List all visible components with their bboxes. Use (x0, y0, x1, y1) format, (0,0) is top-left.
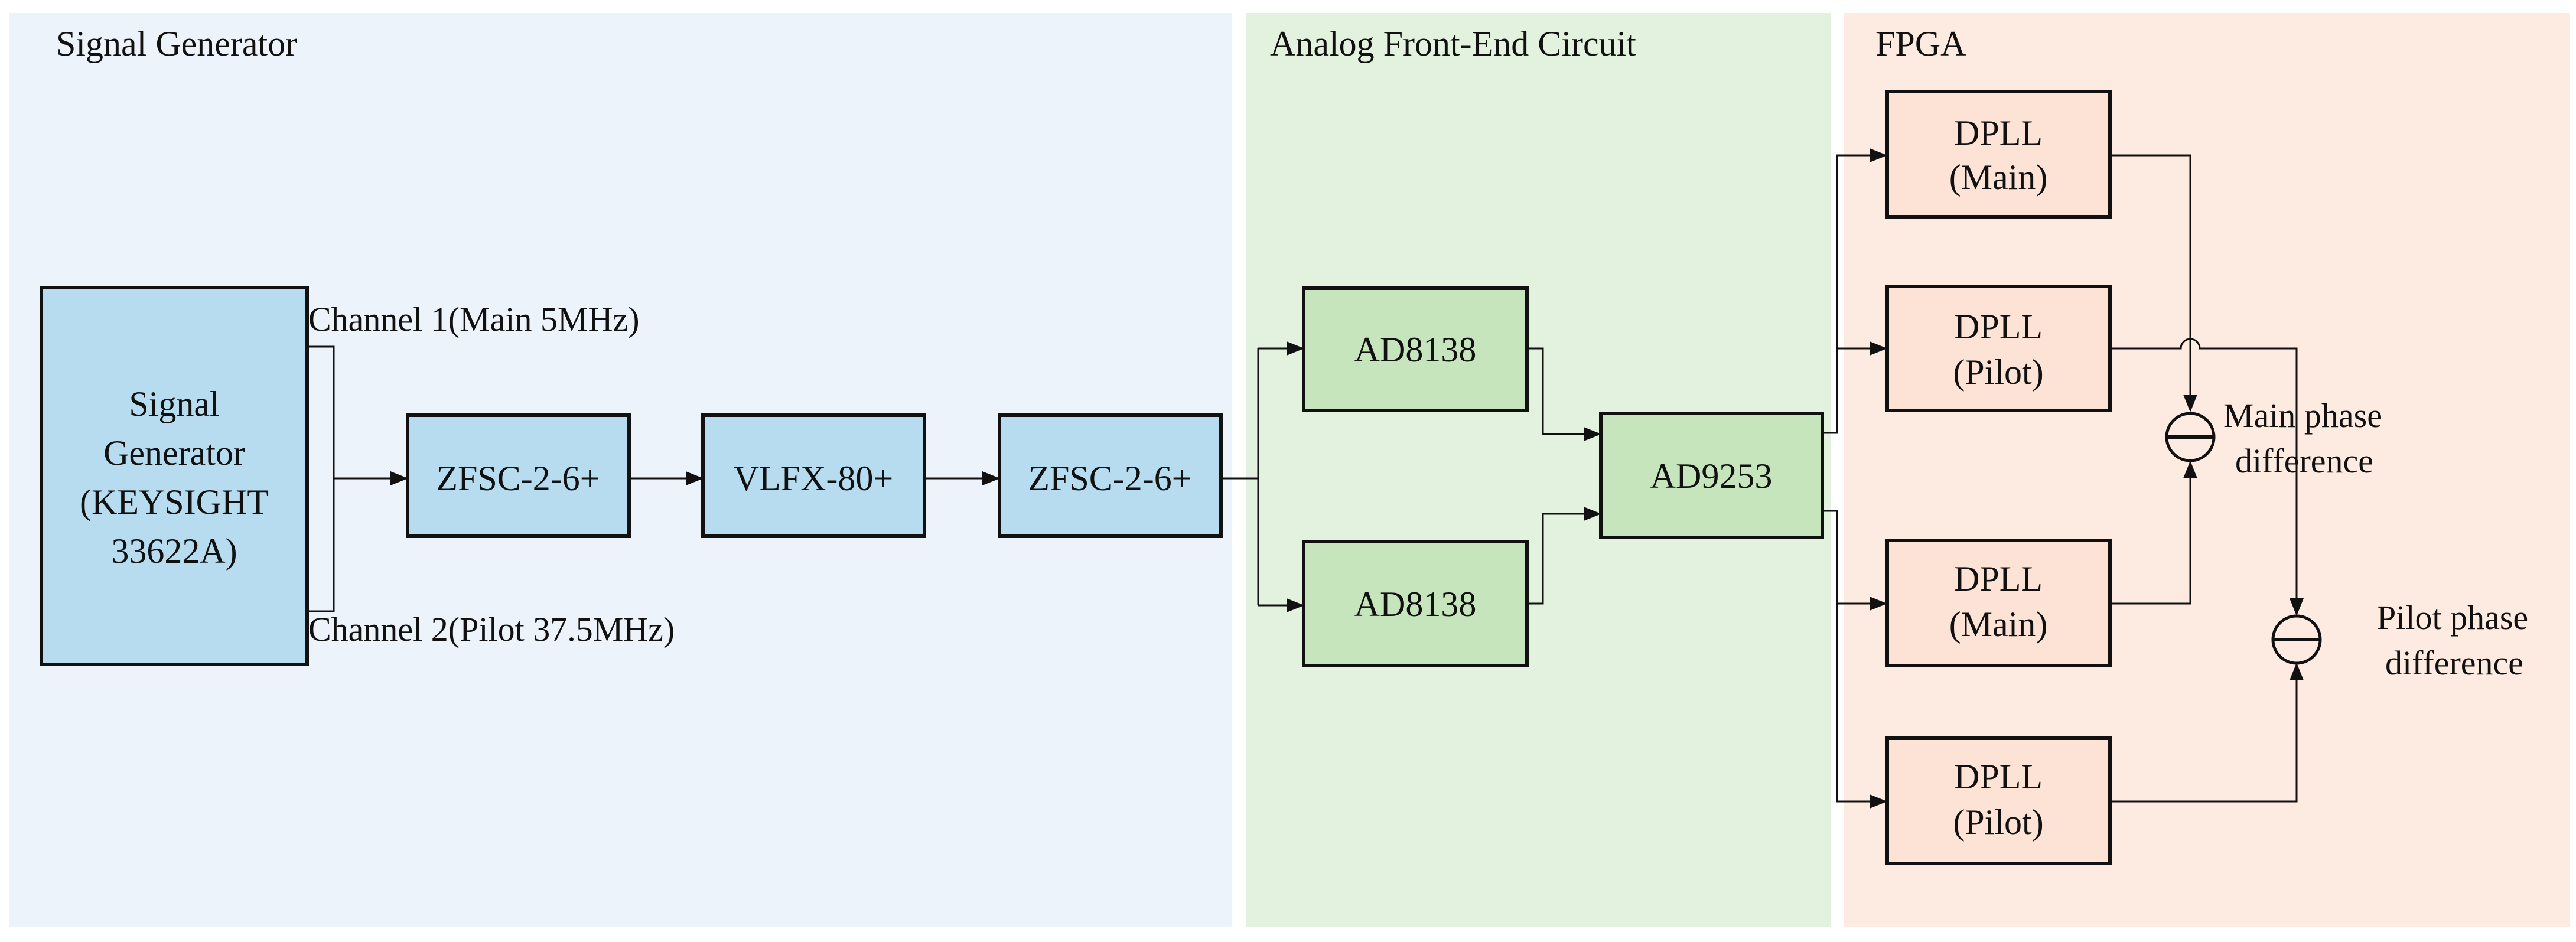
pilot-comparator-symbol (2271, 614, 2322, 665)
svg-text:AD9253: AD9253 (1650, 457, 1773, 496)
ad9253-adc-block: AD9253 (1599, 412, 1824, 539)
svg-text:ZFSC-2-6+: ZFSC-2-6+ (1028, 459, 1191, 498)
main-phase-difference-label-line-2: difference (2235, 442, 2373, 480)
zfsc-splitter-block: ZFSC-2-6+ (406, 413, 631, 538)
region-title-signal-generator: Signal Generator (56, 24, 297, 63)
dpll-main-block-2: DPLL (Main) (1885, 539, 2112, 667)
pilot-phase-difference-label-line-2: difference (2385, 644, 2523, 682)
svg-text:(Pilot): (Pilot) (1953, 353, 2043, 392)
region-title-analog-front-end: Analog Front-End Circuit (1270, 24, 1636, 63)
dpll-pilot-block-2: DPLL (Pilot) (1885, 736, 2112, 865)
svg-text:AD8138: AD8138 (1354, 330, 1477, 369)
main-phase-difference-label-line-1: Main phase (2223, 396, 2382, 435)
svg-text:33622A): 33622A) (111, 532, 237, 571)
svg-text:VLFX-80+: VLFX-80+ (734, 459, 894, 498)
svg-text:DPLL: DPLL (1954, 757, 2043, 796)
channel-2-label: Channel 2(Pilot 37.5MHz) (308, 610, 675, 648)
svg-text:(KEYSIGHT: (KEYSIGHT (80, 483, 269, 521)
ad8138-bottom-block: AD8138 (1302, 540, 1529, 667)
svg-text:DPLL: DPLL (1954, 113, 2043, 152)
svg-text:(Main): (Main) (1949, 605, 2048, 644)
svg-text:(Pilot): (Pilot) (1953, 803, 2043, 842)
svg-text:ZFSC-2-6+: ZFSC-2-6+ (436, 459, 600, 498)
svg-text:Generator: Generator (103, 433, 245, 472)
region-title-fpga: FPGA (1875, 24, 1966, 63)
svg-text:DPLL: DPLL (1954, 559, 2043, 598)
dpll-pilot-block-1: DPLL (Pilot) (1885, 285, 2112, 412)
svg-text:(Main): (Main) (1949, 158, 2048, 197)
main-comparator-symbol (2165, 412, 2216, 462)
svg-text:AD8138: AD8138 (1354, 585, 1477, 624)
wires-signal-generator (307, 345, 1258, 612)
channel-1-label: Channel 1(Main 5MHz) (308, 300, 640, 338)
zfsc-combiner-block: ZFSC-2-6+ (998, 413, 1223, 538)
dpll-main-block-1: DPLL (Main) (1885, 90, 2112, 219)
svg-text:DPLL: DPLL (1954, 307, 2043, 346)
signal-generator-block: Signal Generator (KEYSIGHT 33622A) (40, 286, 309, 666)
wires-analog-front-end (1257, 341, 1601, 612)
ad8138-top-block: AD8138 (1302, 286, 1529, 412)
wires-fpga (1822, 148, 2304, 809)
vlfx-filter-block: VLFX-80+ (701, 413, 926, 538)
svg-text:Signal: Signal (129, 384, 219, 423)
pilot-phase-difference-label-line-1: Pilot phase (2377, 598, 2528, 637)
